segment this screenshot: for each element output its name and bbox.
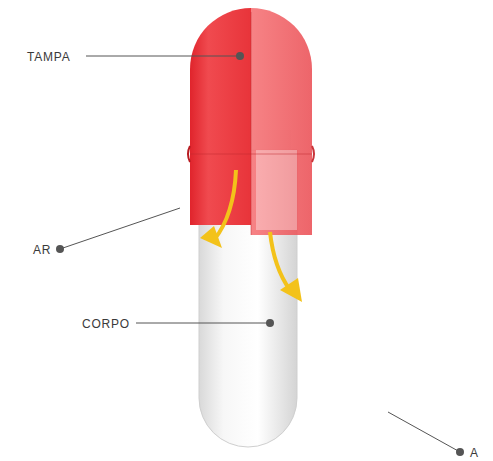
capsule-cap xyxy=(190,8,251,225)
part-label: CORPO xyxy=(82,317,130,331)
leader-dot xyxy=(456,448,464,456)
leader-line xyxy=(60,208,180,249)
part-label: TAMPA xyxy=(27,50,71,64)
cap-ring xyxy=(312,146,314,162)
leader-dot xyxy=(56,245,64,253)
air-arrow-head xyxy=(200,226,222,248)
air-arrow xyxy=(214,170,236,240)
cap-ring xyxy=(188,146,190,162)
body-through-cap xyxy=(256,150,297,230)
air-arrow-head xyxy=(280,278,302,302)
leader-dot xyxy=(236,52,244,60)
leader-line xyxy=(136,323,270,324)
leader-dot xyxy=(266,319,274,327)
leader-line xyxy=(86,56,240,57)
part-label: A xyxy=(470,446,479,460)
part-label: AR xyxy=(33,243,51,257)
air-arrow xyxy=(270,232,290,290)
capsule-cap-cutaway xyxy=(251,8,312,235)
leader-line xyxy=(388,412,460,452)
cut-edge xyxy=(251,12,252,235)
